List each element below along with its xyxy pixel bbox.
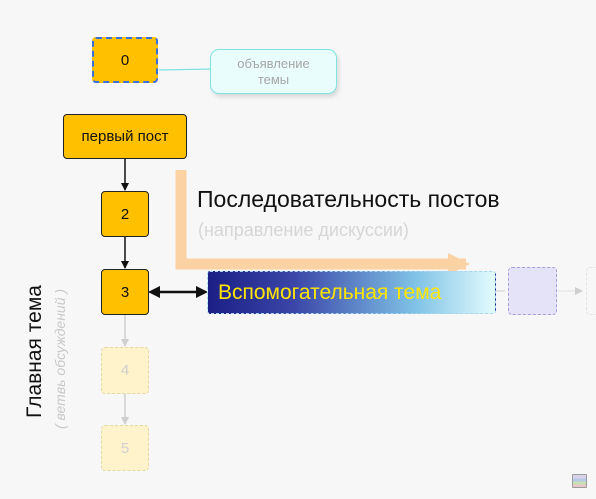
callout-connector xyxy=(158,68,215,71)
side-topic-node[interactable]: Вспомогательная тема xyxy=(207,271,496,314)
post-node-2[interactable]: 2 xyxy=(101,191,149,237)
topic-root-node[interactable]: 0 xyxy=(92,37,158,83)
side-topic-post-ghost-2 xyxy=(586,267,596,315)
post-node-3[interactable]: 3 xyxy=(101,269,149,315)
callout-line-2: темы xyxy=(257,71,290,87)
post-node-4[interactable]: 4 xyxy=(101,347,149,394)
image-icon[interactable] xyxy=(572,474,587,488)
sequence-subtitle: (направление дискуссии) xyxy=(198,220,409,240)
side-topic-post-ghost xyxy=(508,267,557,315)
main-topic-label: Главная тема xyxy=(23,285,46,418)
double-arrow-icon xyxy=(148,286,208,298)
main-topic-sublabel: ( ветвь обсуждений ) xyxy=(52,288,68,429)
topic-announcement-callout: объявление темы xyxy=(210,49,337,94)
callout-line-1: объявление xyxy=(237,55,310,71)
first-post-node[interactable]: первый пост xyxy=(63,114,187,159)
flow-arrow-icon xyxy=(175,170,470,275)
post-node-5[interactable]: 5 xyxy=(101,425,149,471)
side-topic-label: Вспомогательная тема xyxy=(218,280,442,304)
sequence-title: Последовательность постов xyxy=(197,186,500,212)
